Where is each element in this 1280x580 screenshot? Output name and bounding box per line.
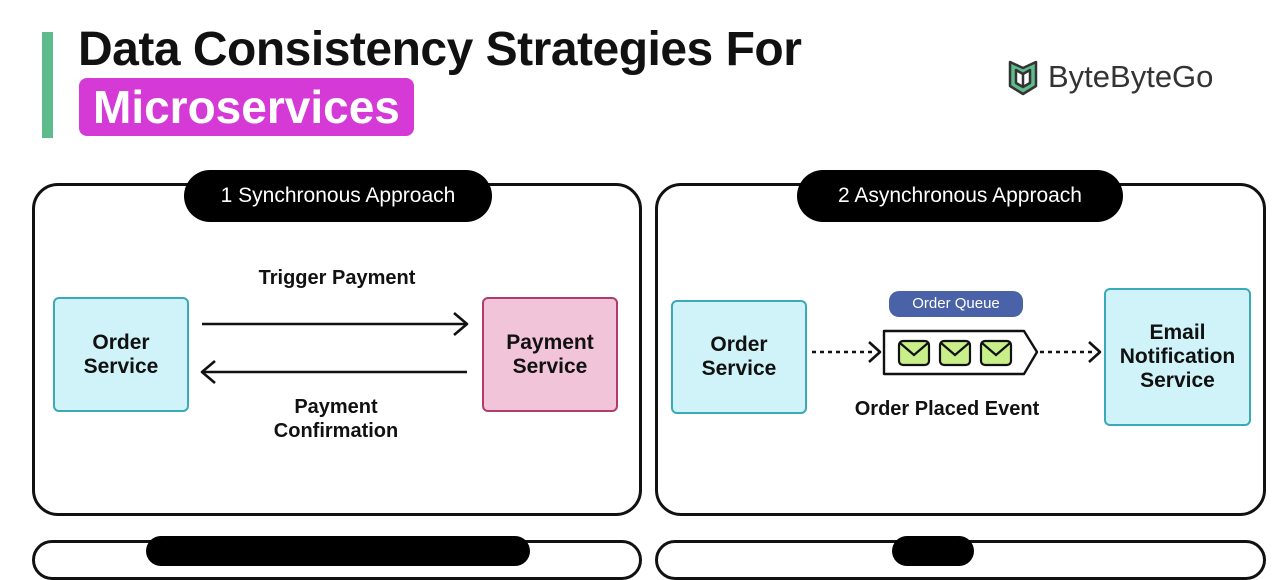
box-label: Payment: [506, 330, 594, 354]
envelope-icon: [938, 339, 972, 367]
envelope-icon: [979, 339, 1013, 367]
bytebytego-logo-icon: [1008, 60, 1038, 96]
trigger-payment-arrow: [202, 312, 469, 336]
label-line: Payment: [294, 396, 378, 418]
label-line: Confirmation: [273, 420, 399, 442]
email-notification-service-box: Email Notification Service: [1104, 288, 1251, 426]
order-service-box: Order Service: [53, 297, 189, 412]
page-title-highlight: Microservices: [79, 78, 414, 136]
payment-confirmation-label: Payment Confirmation: [250, 395, 422, 443]
page-title: Data Consistency Strategies For: [78, 23, 802, 76]
synchronous-panel-title: 1 Synchronous Approach: [184, 170, 492, 222]
box-label: Service: [83, 354, 159, 378]
diagram-connectors: [200, 312, 1102, 384]
brand-logo: ByteByteGo: [1006, 56, 1213, 98]
trigger-payment-label: Trigger Payment: [258, 267, 416, 289]
publish-event-arrow: [812, 341, 882, 363]
box-label: Order: [710, 333, 768, 356]
box-label: Service: [1140, 369, 1215, 392]
payment-service-box: Payment Service: [482, 297, 618, 412]
box-label: Order: [92, 330, 150, 354]
consume-event-arrow: [1040, 341, 1102, 363]
order-queue-tag: Order Queue: [889, 291, 1023, 317]
payment-confirmation-arrow: [200, 360, 467, 384]
logo-text: ByteByteGo: [1048, 59, 1214, 94]
envelope-icon: [897, 339, 931, 367]
box-label: Notification: [1119, 345, 1236, 368]
asynchronous-panel-title: 2 Asynchronous Approach: [797, 170, 1123, 222]
box-label: Email: [1149, 321, 1206, 344]
box-label: Service: [512, 354, 588, 378]
box-label: Service: [701, 357, 777, 380]
order-placed-event-label: Order Placed Event: [854, 398, 1040, 420]
fourth-panel-title-pill: [892, 536, 974, 566]
title-accent-bar: [42, 32, 53, 138]
third-panel-title-pill: [146, 536, 530, 566]
async-order-service-box: Order Service: [671, 300, 807, 414]
